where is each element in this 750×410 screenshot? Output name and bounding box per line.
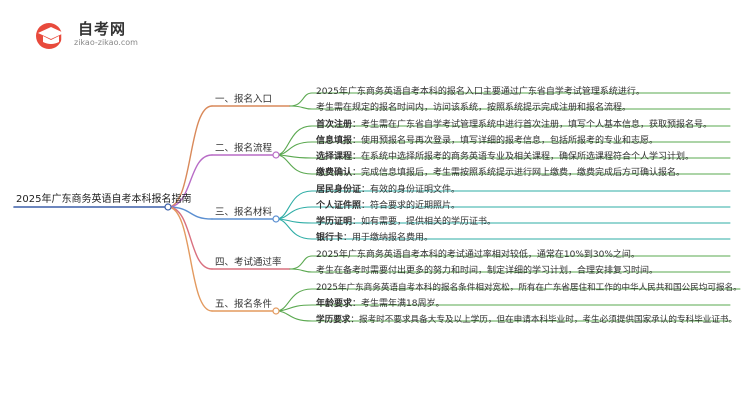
leaf-passrate-2: 考生在备考时需要付出更多的努力和时间，制定详细的学习计划，合理安排复习时间。 <box>316 266 659 276</box>
branch-connector <box>167 154 213 208</box>
leaf-conditions-1: 2025年广东商务英语自考本科的报名条件相对宽松，所有在广东省居住和工作的中华人… <box>316 283 742 293</box>
leaf-connector <box>275 310 313 322</box>
branch-connector <box>167 206 213 270</box>
branch-label-conditions: 五、报名条件 <box>215 299 273 310</box>
branch-label-process: 二、报名流程 <box>215 143 273 154</box>
branch-label-materials: 三、报名材料 <box>215 207 273 218</box>
leaf-connector <box>289 268 313 273</box>
leaf-passrate-1: 2025年广东商务英语自考本科的考试通过率相对较低，通常在10%到30%之间。 <box>316 250 640 260</box>
branch-label-passrate: 四、考试通过率 <box>215 257 282 268</box>
branch-connector <box>167 105 213 208</box>
leaf-process-3: 选择课程：在系统中选择所报考的商务英语专业及相关课程，确保所选课程符合个人学习计… <box>316 152 695 162</box>
leaf-connector <box>275 304 313 312</box>
branch-label-entry: 一、报名入口 <box>215 94 273 105</box>
branch-junction <box>272 215 280 223</box>
leaf-materials-1: 居民身份证：有效的身份证明文件。 <box>316 185 461 195</box>
leaf-connector <box>275 288 313 312</box>
leaf-connector <box>289 92 313 107</box>
leaf-connector <box>275 190 313 220</box>
leaf-connector <box>289 105 313 110</box>
logo-title: 自考网 <box>78 20 127 38</box>
leaf-connector <box>275 218 313 224</box>
leaf-process-4: 缴费确认：完成信息填报后，考生需按照系统提示进行网上缴费，缴费完成后方可确认报名… <box>316 168 686 178</box>
leaf-process-2: 信息填报：使用预报名号再次登录，填写详细的报考信息，包括所报考的专业和志愿。 <box>316 136 659 146</box>
branch-junction <box>272 151 280 159</box>
leaf-conditions-2: 年龄要求：考生需年满18周岁。 <box>316 299 445 309</box>
leaf-conditions-3: 学历要求：报考时不要求具备大专及以上学历，但在申请本科毕业时，考生必须提供国家承… <box>316 315 738 325</box>
leaf-connector <box>289 255 313 270</box>
branch-junction <box>272 307 280 315</box>
graduation-cap-icon <box>36 23 64 49</box>
leaf-materials-3: 学历证明：如有需要，提供相关的学历证书。 <box>316 217 497 227</box>
leaf-materials-4: 银行卡：用于缴纳报名费用。 <box>316 233 434 243</box>
leaf-connector <box>275 125 313 156</box>
leaf-process-1: 首次注册：考生需在广东省自学考试管理系统中进行首次注册，填写个人基本信息，获取预… <box>316 120 713 130</box>
site-logo[interactable]: 自考网 zikao-zikao.com <box>34 18 144 52</box>
root-topic: 2025年广东商务英语自考本科报名指南 <box>16 194 192 205</box>
root-junction <box>164 203 172 211</box>
logo-subtitle: zikao-zikao.com <box>74 38 138 47</box>
leaf-entry-2: 考生需在规定的报名时间内，访问该系统，按照系统提示完成注册和报名流程。 <box>316 103 632 113</box>
branch-connector <box>167 206 213 220</box>
leaf-materials-2: 个人证件照：符合要求的近期照片。 <box>316 201 461 211</box>
branch-connector <box>167 206 213 312</box>
leaf-entry-1: 2025年广东商务英语自考本科的报名入口主要通过广东省自学考试管理系统进行。 <box>316 87 645 97</box>
